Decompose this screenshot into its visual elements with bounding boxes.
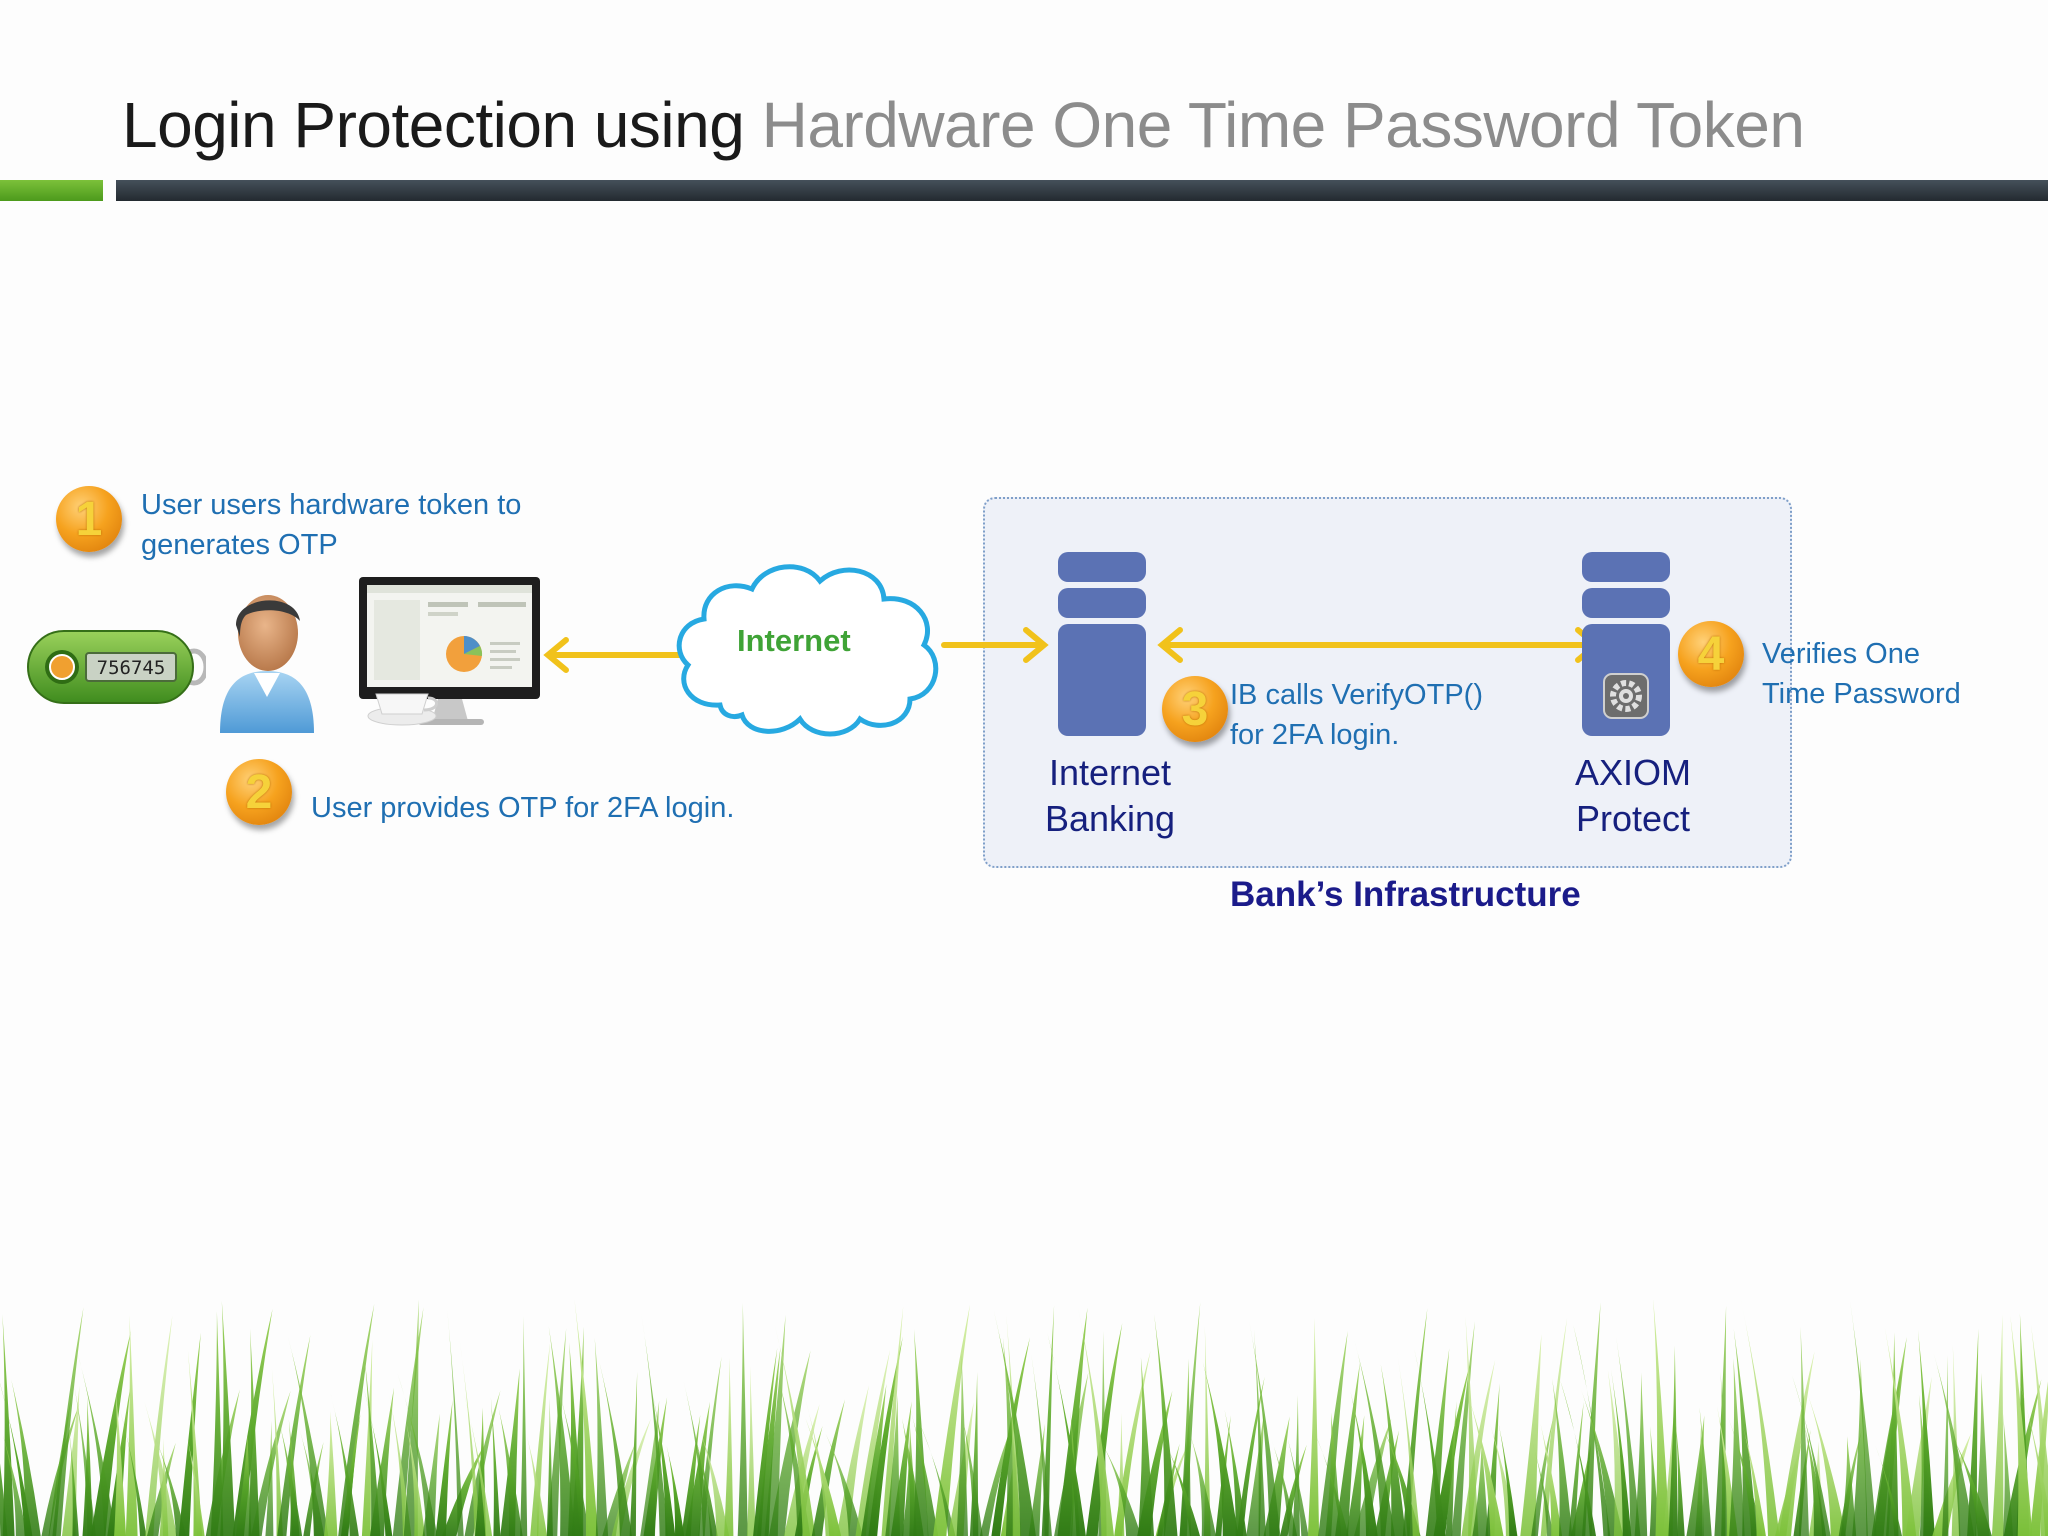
cloud-label: Internet [737, 623, 851, 658]
internet-banking-server-icon [1058, 552, 1146, 736]
axiom-protect-label: AXIOM Protect [1553, 750, 1713, 842]
accent-bar-dark [116, 180, 2048, 201]
step-3-text: IB calls VerifyOTP() for 2FA login. [1230, 675, 1483, 755]
step-1-text: User users hardware token to generates O… [141, 485, 521, 565]
step-4-text: Verifies One Time Password [1762, 634, 1961, 714]
step-4-line2: Time Password [1762, 678, 1961, 710]
step-2-line1: User provides OTP for 2FA login. [311, 792, 735, 824]
hardware-token-icon: 756745 [27, 630, 206, 704]
step-4-line1: Verifies One [1762, 638, 1920, 670]
gear-icon [1603, 673, 1649, 719]
slide-title: Login Protection using Hardware One Time… [122, 88, 1805, 162]
step-2-badge: 2 [226, 759, 292, 825]
token-display: 756745 [97, 657, 166, 679]
arrowhead-banking [1023, 627, 1049, 663]
axiom-protect-server-icon [1582, 552, 1670, 736]
cloud-icon [676, 564, 939, 737]
title-sub: Hardware One Time Password Token [761, 89, 1805, 161]
step-3-line2: for 2FA login. [1230, 719, 1400, 751]
step-3-line1: IB calls VerifyOTP() [1230, 679, 1483, 711]
internet-banking-label-line2: Banking [1044, 798, 1176, 839]
axiom-protect-label-line2: Protect [1575, 798, 1691, 839]
arrowhead-banking-left [1157, 627, 1183, 663]
user-icon [220, 595, 314, 733]
grass-decoration [0, 1300, 2048, 1536]
internet-banking-label: Internet Banking [1030, 750, 1190, 842]
arrowhead-computer [543, 637, 569, 673]
step-1-badge: 1 [56, 486, 122, 552]
step-2-text: User provides OTP for 2FA login. [311, 788, 734, 828]
axiom-protect-label-line1: AXIOM [1574, 752, 1691, 793]
bank-infrastructure-caption: Bank’s Infrastructure [1230, 875, 1581, 914]
step-4-badge: 4 [1678, 621, 1744, 687]
step-1-line1: User users hardware token to [141, 489, 522, 521]
accent-bar-green [0, 180, 103, 201]
computer-icon [359, 577, 540, 726]
step-3-badge: 3 [1162, 676, 1228, 742]
step-1-line2: generates OTP [141, 529, 338, 561]
internet-banking-label-line1: Internet [1048, 752, 1172, 793]
title-main: Login Protection using [122, 89, 745, 161]
